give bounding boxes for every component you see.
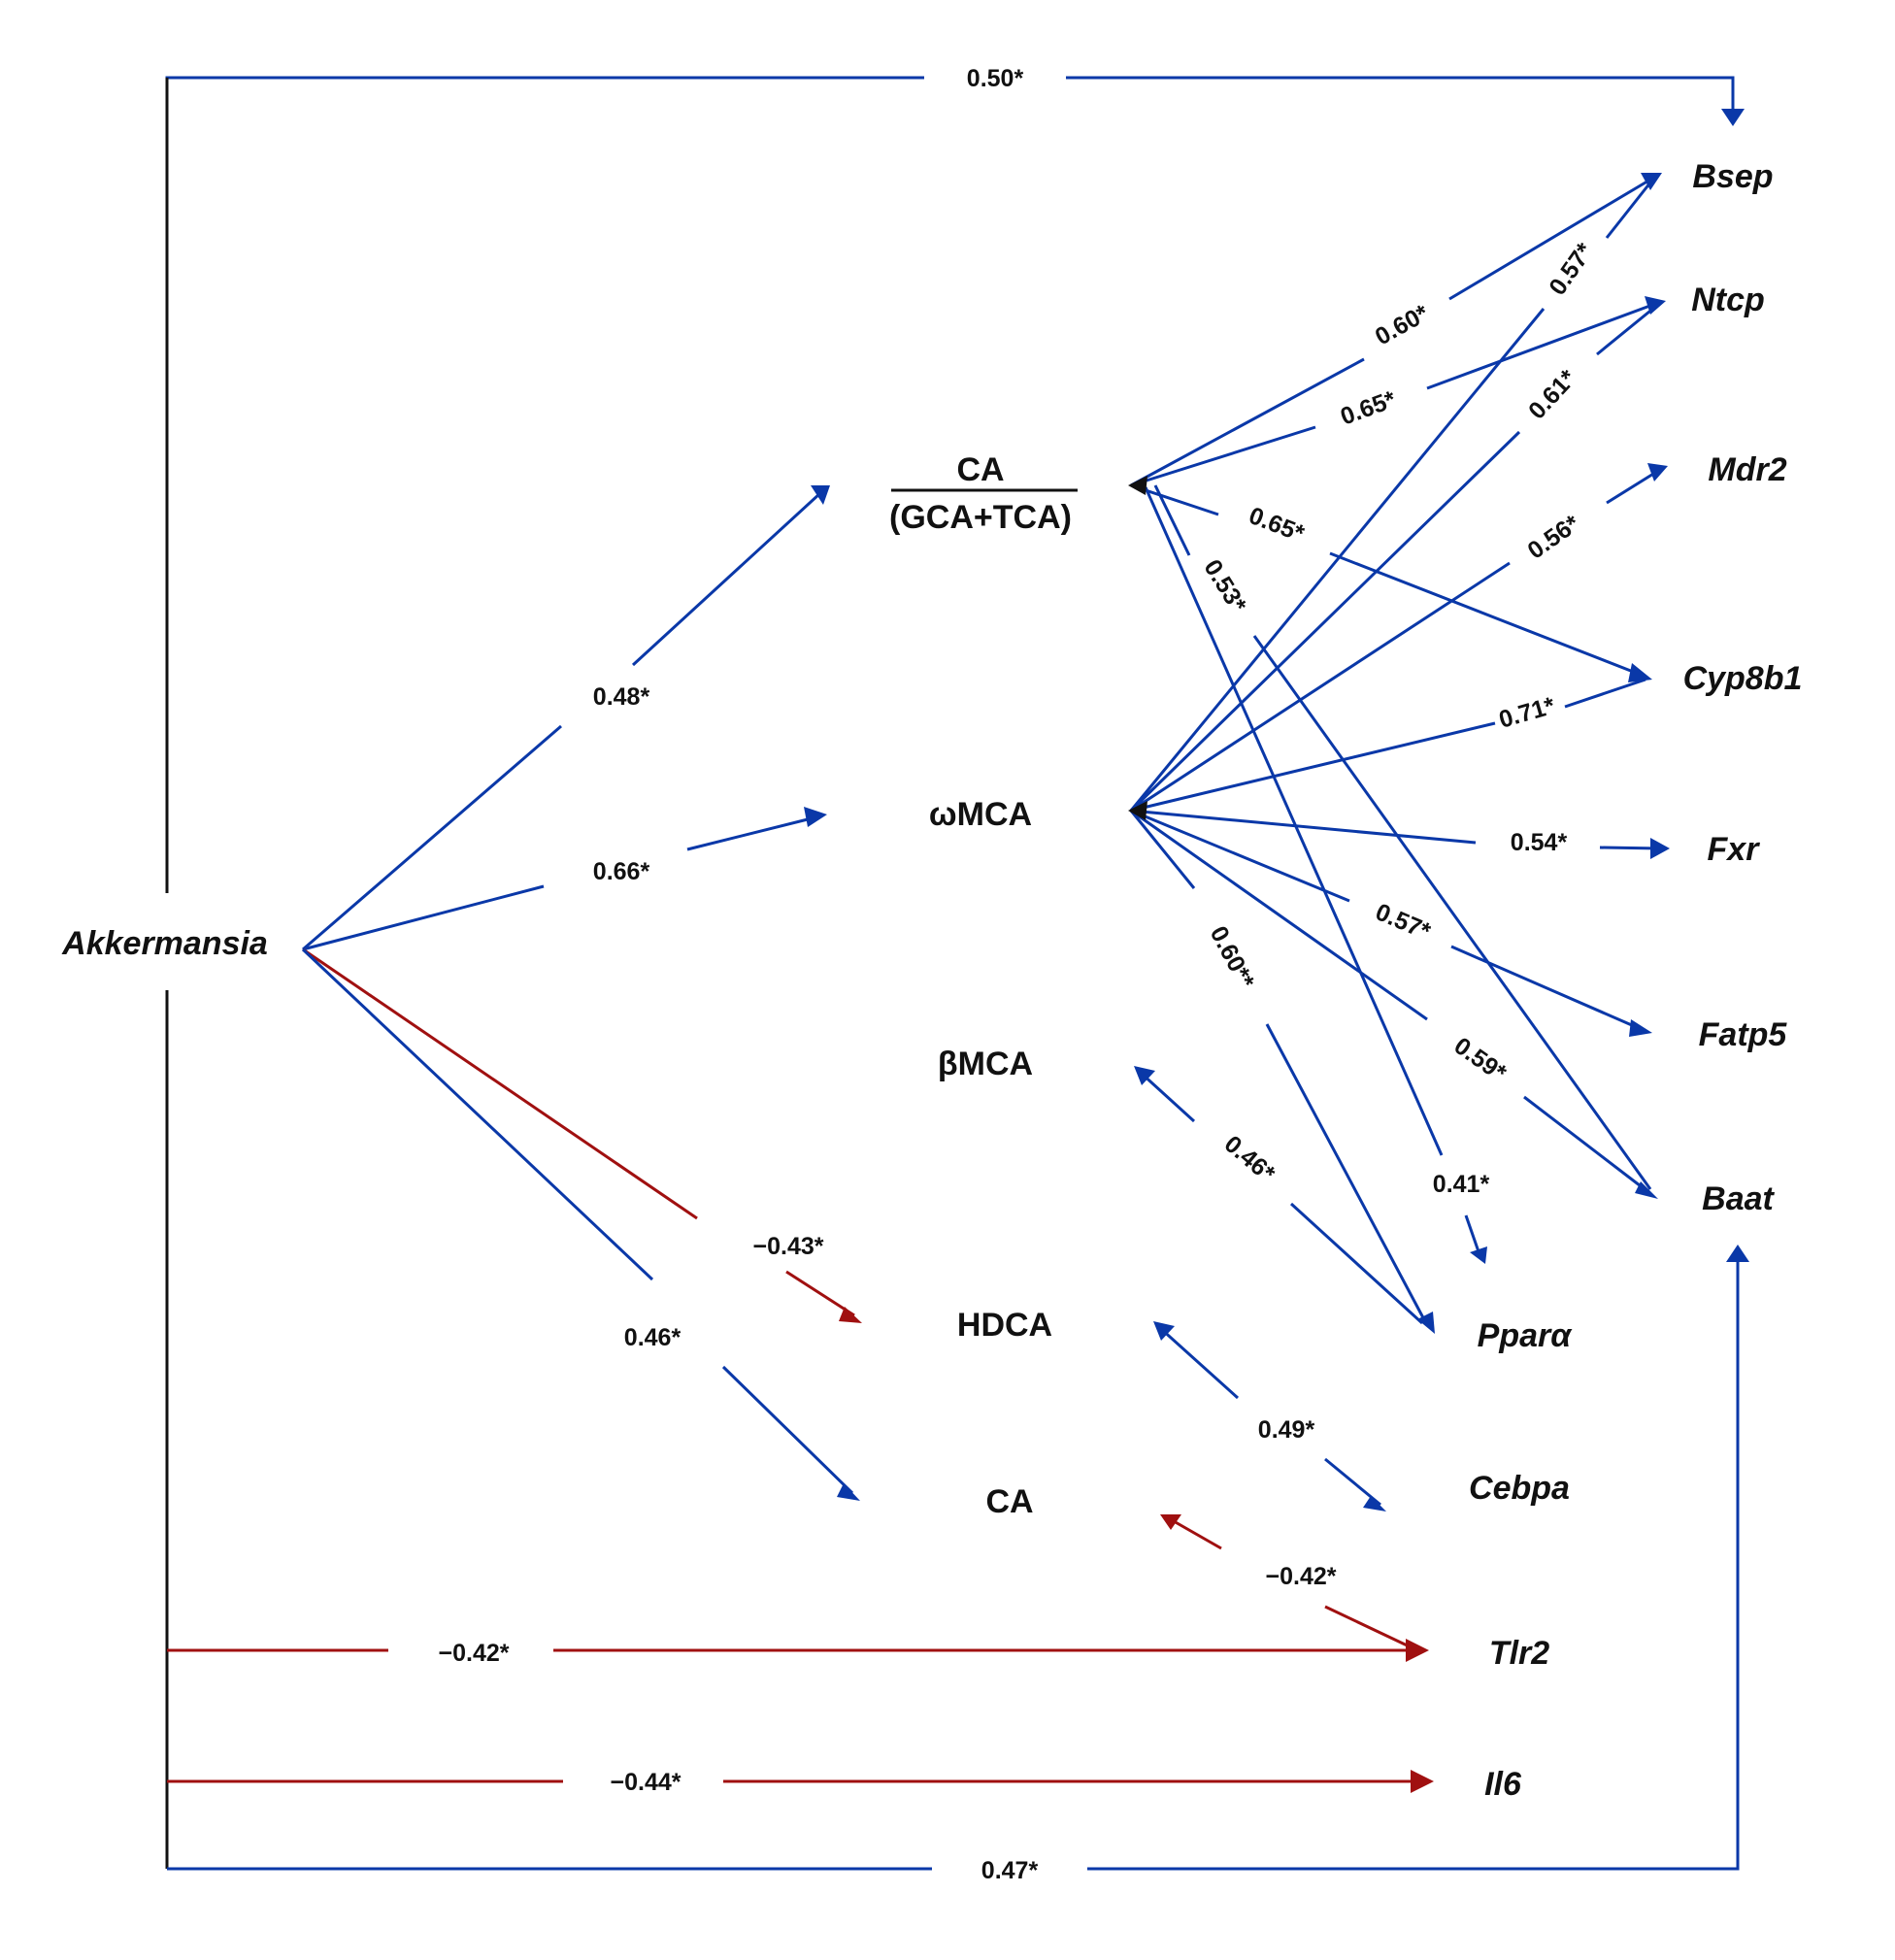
edge-akkermansia-ca [301, 947, 860, 1501]
edge-label-ca-ratio-ppara: 0.41* [1433, 1171, 1490, 1198]
edge-label-wmca-baat: 0.59* [1449, 1032, 1512, 1087]
edge-akkermansia-il6 [167, 1770, 1434, 1793]
node-tlr2: Tlr2 [1489, 1635, 1549, 1672]
arrowhead-icon [1128, 801, 1147, 820]
edge-ca-ratio-bsep [1130, 173, 1662, 487]
arrowhead-icon [1128, 476, 1147, 495]
edge-hdca-cebpa [1153, 1321, 1386, 1512]
node-ca-ratio-numerator: CA [956, 451, 1004, 488]
arrowhead-icon [1641, 173, 1662, 190]
node-ppara: Pparα [1478, 1317, 1574, 1354]
arrowhead-icon [1726, 1245, 1749, 1262]
node-cebpa: Cebpa [1469, 1470, 1570, 1507]
node-bsep: Bsep [1692, 158, 1773, 195]
edge-label-akkermansia-hdca: −0.43* [753, 1233, 824, 1260]
edge-wmca-cyp8b1 [1130, 678, 1646, 813]
edge-label-bmca-ppara: 0.46* [1219, 1130, 1280, 1187]
edge-akkermansia-wmca [302, 807, 827, 951]
edge-akkermansia-hdca [302, 947, 862, 1323]
edge-ca-ratio-ppara [1144, 486, 1487, 1264]
edge-bmca-ppara [1134, 1066, 1424, 1325]
edge-wmca-fxr [1130, 809, 1670, 859]
arrowhead-icon [1721, 109, 1745, 126]
edge-label-ca-ratio-bsep: 0.60* [1371, 299, 1434, 350]
edge-label-wmca-bsep: 0.57* [1544, 238, 1599, 300]
node-fatp5: Fatp5 [1699, 1016, 1788, 1053]
edge-wmca-bsep [1129, 182, 1652, 812]
node-fxr: Fxr [1708, 831, 1761, 868]
edge-wmca-mdr2 [1130, 463, 1668, 813]
edge-label-wmca-ntcp: 0.61* [1523, 364, 1581, 424]
edge-label-akkermansia-wmca: 0.66* [593, 858, 650, 885]
node-bmca: βMCA [938, 1046, 1033, 1082]
arrowhead-icon [1153, 1321, 1175, 1341]
edge-label-ca-ratio-baat: 0.53* [1198, 555, 1251, 618]
edge-label-wmca-fxr: 0.54* [1511, 829, 1568, 856]
arrowhead-icon [1417, 1312, 1435, 1334]
edge-label-ca-tlr2: −0.42* [1266, 1563, 1337, 1590]
arrowhead-icon [1647, 463, 1668, 482]
arrowhead-icon [837, 1483, 860, 1501]
node-il6: Il6 [1484, 1766, 1522, 1803]
edge-label-wmca-mdr2: 0.56* [1522, 510, 1584, 565]
edge-label-ca-ratio-ntcp: 0.65* [1337, 385, 1400, 430]
edge-label-wmca-ppara: 0.60** [1205, 922, 1260, 994]
edge-akkermansia-baat [167, 1245, 1749, 1871]
arrowhead-icon [811, 485, 830, 505]
edge-label-akkermansia-ca-ratio: 0.48* [593, 683, 650, 711]
edge-label-ca-ratio-cyp8b1: 0.65* [1246, 502, 1309, 548]
arrowhead-icon [1650, 838, 1670, 859]
node-baat: Baat [1702, 1180, 1775, 1217]
edge-label-akkermansia-tlr2: −0.42* [439, 1640, 510, 1667]
node-ca-ratio-denominator: (GCA+TCA) [889, 499, 1072, 536]
node-wmca: ωMCA [929, 796, 1032, 833]
edge-wmca-ppara [1129, 810, 1435, 1334]
edge-label-akkermansia-bsep: 0.50* [967, 65, 1024, 92]
edge-label-wmca-cyp8b1: 0.71* [1496, 692, 1558, 734]
edge-wmca-baat [1130, 809, 1649, 1194]
edge-label-akkermansia-il6: −0.44* [611, 1769, 682, 1796]
edge-ca-ratio-cyp8b1 [1145, 488, 1652, 682]
arrowhead-icon [1160, 1514, 1181, 1530]
edge-wmca-fatp5 [1130, 809, 1652, 1037]
arrowhead-icon [1629, 1019, 1652, 1037]
arrowhead-icon [1134, 1066, 1155, 1085]
arrowhead-icon [1363, 1496, 1386, 1512]
node-hdca: HDCA [957, 1307, 1052, 1344]
node-ca: CA [985, 1483, 1033, 1520]
edge-akkermansia-tlr2 [167, 1639, 1429, 1662]
edge-label-akkermansia-ca: 0.46* [624, 1324, 682, 1351]
node-cyp8b1: Cyp8b1 [1683, 660, 1803, 697]
edge-label-hdca-cebpa: 0.49* [1258, 1416, 1315, 1444]
arrowhead-icon [804, 807, 827, 827]
arrowhead-icon [1628, 663, 1652, 682]
arrowhead-icon [1470, 1246, 1487, 1264]
arrowhead-icon [1411, 1770, 1434, 1793]
node-mdr2: Mdr2 [1708, 451, 1786, 488]
edge-label-akkermansia-baat: 0.47* [981, 1857, 1039, 1884]
edge-label-wmca-fatp5: 0.57* [1372, 898, 1435, 946]
node-ntcp: Ntcp [1691, 282, 1765, 318]
edge-wmca-ntcp [1129, 301, 1661, 813]
node-akkermansia: Akkermansia [61, 925, 268, 962]
arrowhead-icon [839, 1307, 862, 1323]
edge-ca-tlr2 [1160, 1514, 1418, 1652]
edge-akkermansia-ca-ratio [302, 485, 830, 951]
